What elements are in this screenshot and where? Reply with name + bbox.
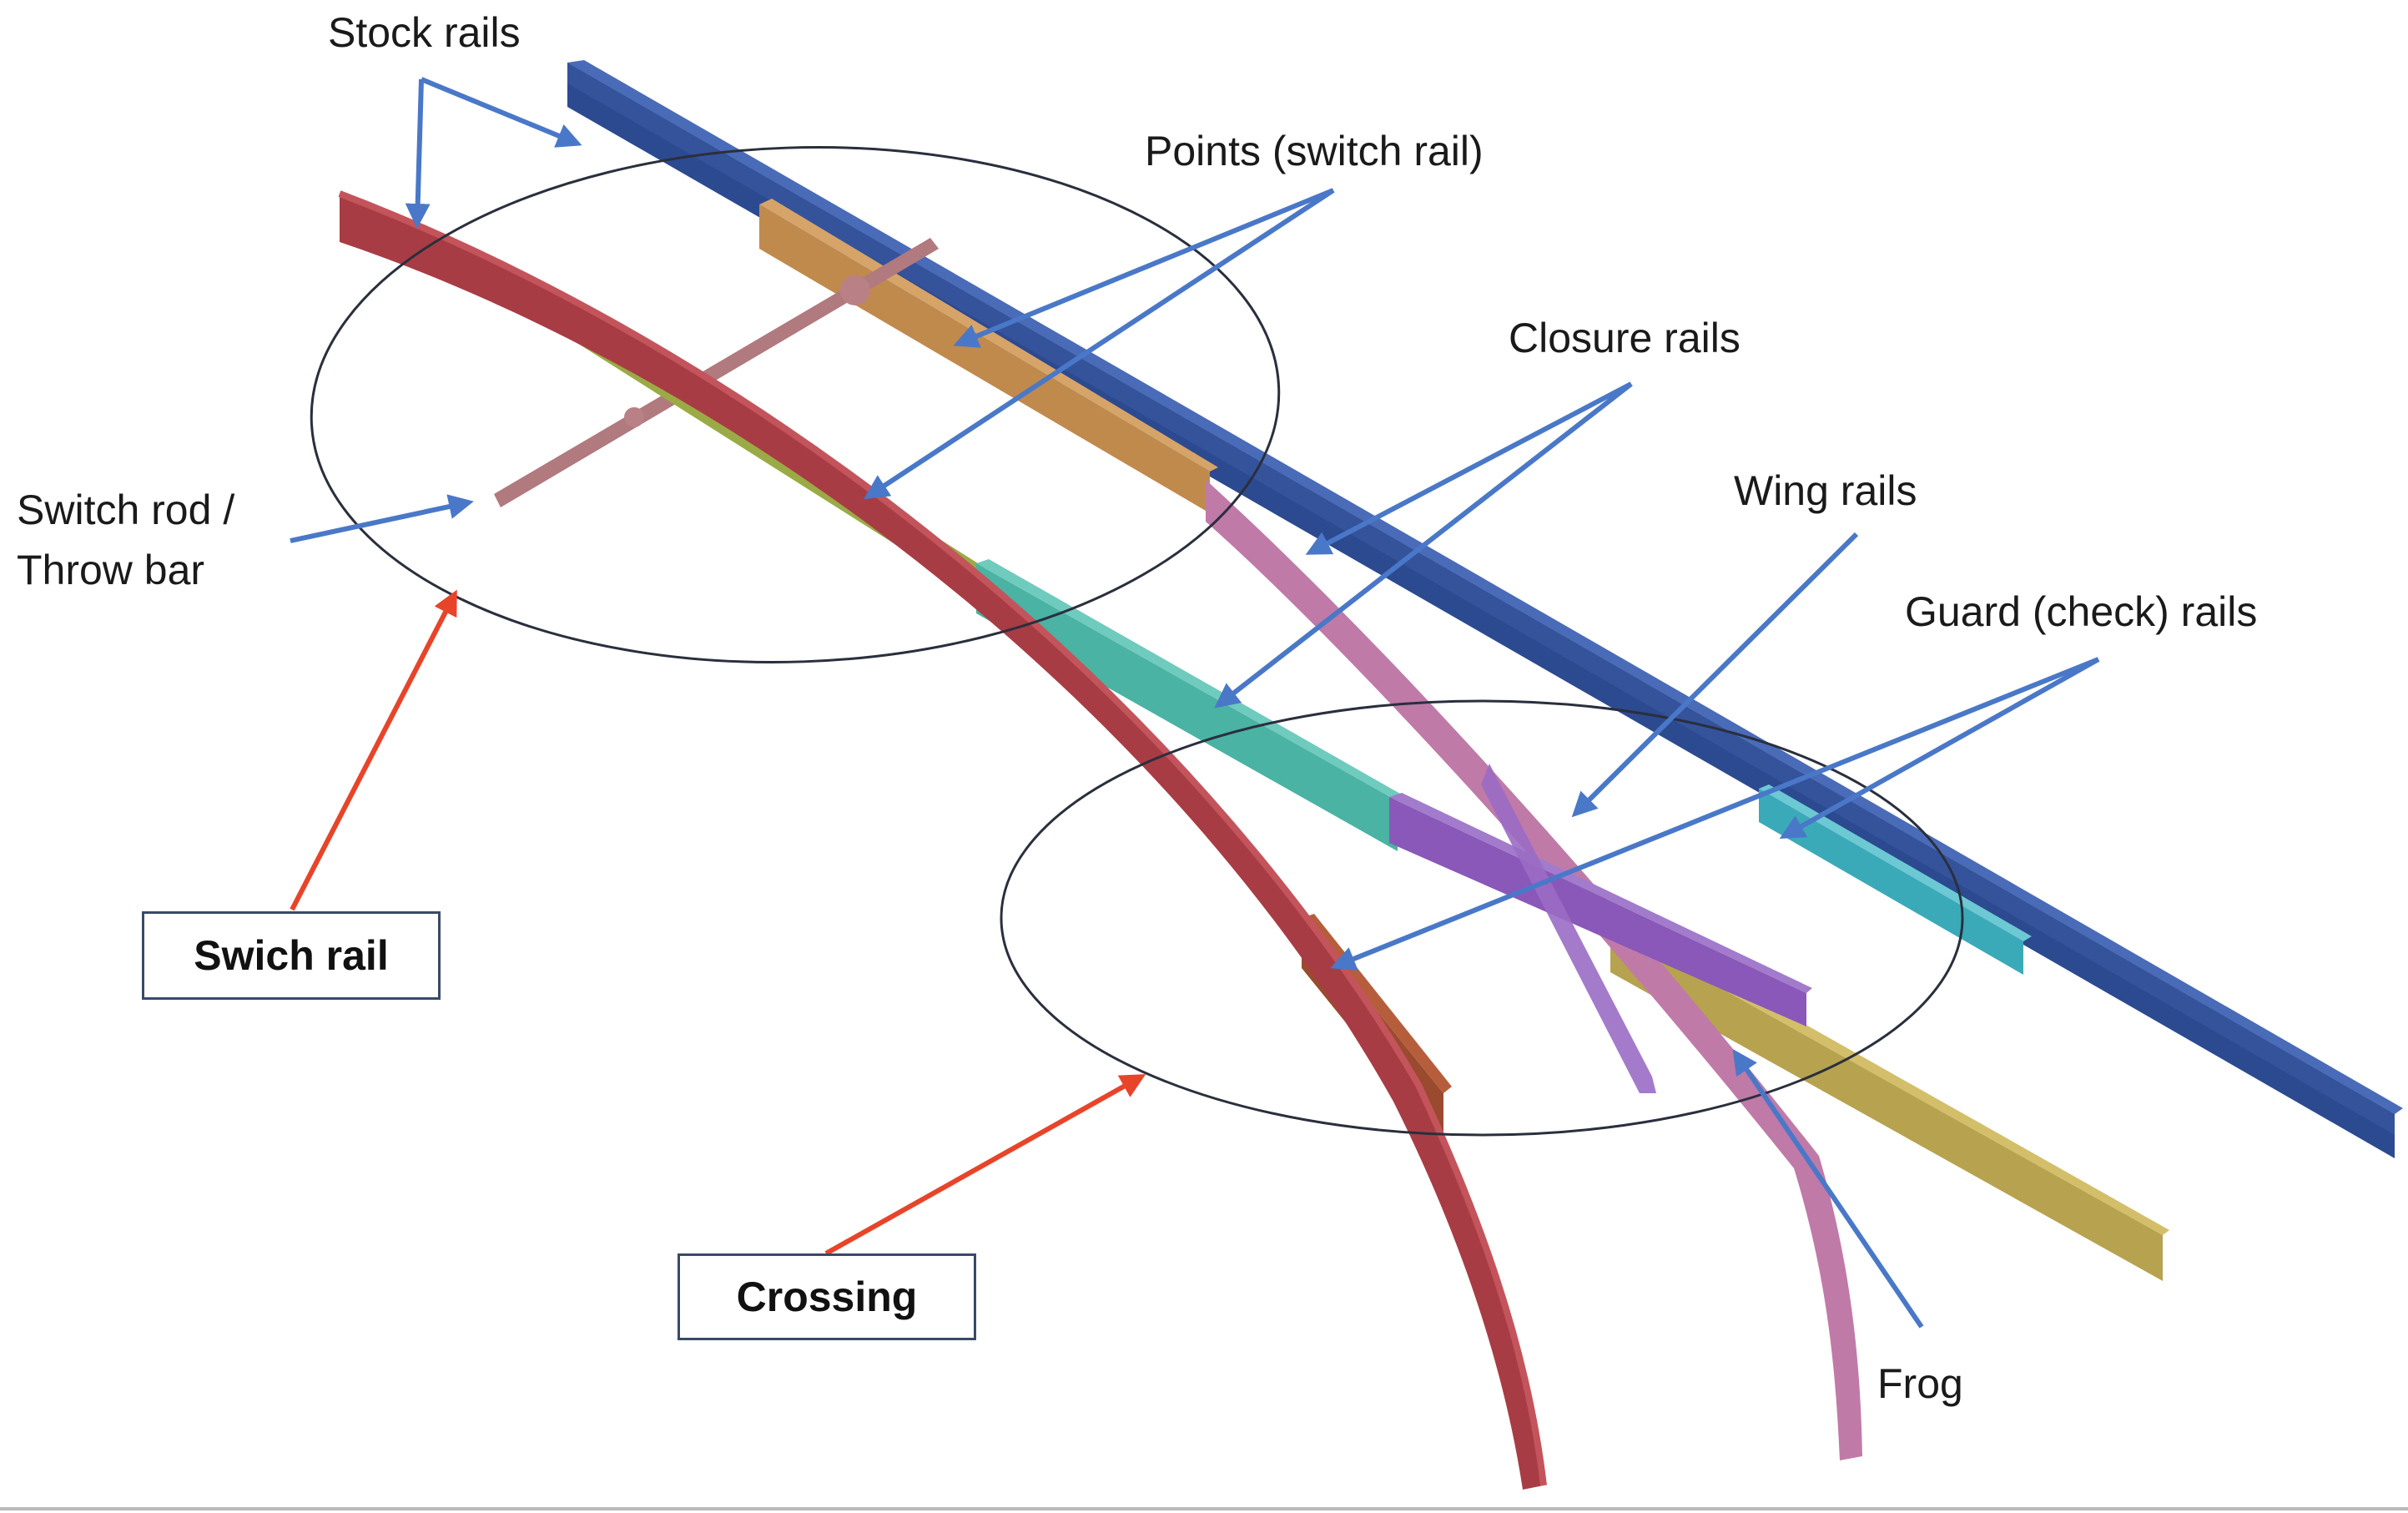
switch-rod-label-line2: Throw bar <box>17 547 205 593</box>
wing-rails-label: Wing rails <box>1734 467 1917 514</box>
throw-bar <box>494 238 939 507</box>
switch-rail-box: Swich rail <box>142 911 441 1000</box>
switch-rod-callout <box>290 494 474 543</box>
frog-callout <box>1732 1049 1924 1329</box>
guard-rails-callout <box>1330 657 2100 971</box>
closure-rails-label: Closure rails <box>1509 315 1741 361</box>
bottom-divider <box>0 1507 2408 1510</box>
frog-label: Frog <box>1877 1360 1963 1407</box>
stock-rails-label: Stock rails <box>328 9 521 56</box>
crossing-box: Crossing <box>678 1253 976 1340</box>
stock-rails-callout <box>405 77 582 229</box>
switch-area-ellipse <box>310 146 1281 663</box>
wing-rails-callout <box>1571 532 1859 818</box>
crossing-red-callout <box>824 1074 1146 1256</box>
guard-rails-label: Guard (check) rails <box>1905 588 2258 635</box>
switch-rail-red-callout <box>290 589 457 911</box>
points-callout <box>863 188 1335 500</box>
crossing-rail-pink <box>1206 480 1862 1460</box>
guard-rail-outer <box>1759 784 2032 975</box>
closure-rail-teal <box>976 559 1406 851</box>
crossing-area-ellipse <box>1000 699 1964 1137</box>
inner-stock-rail <box>338 190 1547 1490</box>
closure-rails-callout <box>1214 381 1633 709</box>
switch-rod-label-line1: Switch rod / <box>17 487 235 533</box>
wing-rail-purple <box>1389 764 1812 1093</box>
points-label: Points (switch rail) <box>1145 128 1484 174</box>
